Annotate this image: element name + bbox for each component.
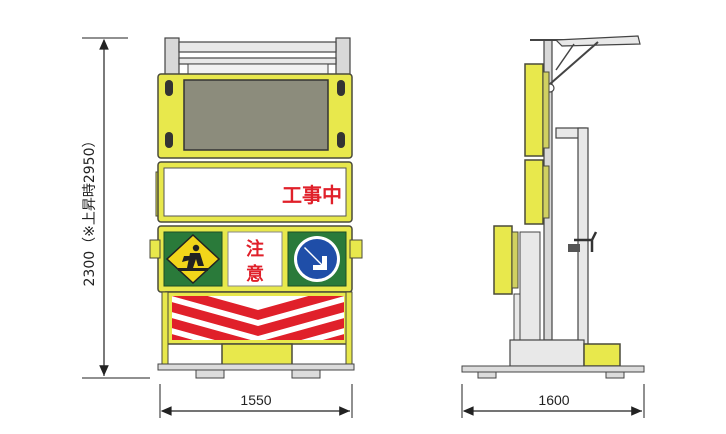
side-view [461,35,645,379]
sign-panel-row: 注 意 [149,225,363,293]
caution-line1: 注 [246,238,264,260]
caution-line2: 意 [246,263,264,285]
caution-sign: 注 意 [227,231,283,287]
height-label: 2300（※上昇時2950） [82,134,98,287]
top-rail [164,37,351,79]
height-dimension: 2300（※上昇時2950） [82,37,150,379]
chevron-stripe-board [165,291,351,345]
front-width-dimension: 1550 [159,384,353,418]
men-at-work-icon [163,231,223,287]
front-width-label: 1550 [240,392,271,408]
construction-banner: 工事中 [155,161,353,223]
side-width-dimension: 1600 [461,384,645,418]
led-display-panel [157,73,353,159]
crank-handle-icon [568,231,598,252]
front-base [157,291,355,379]
side-width-label: 1600 [538,392,569,408]
arrow-down-right-icon [287,231,347,287]
banner-text: 工事中 [282,183,342,207]
front-view: 工事中 注 意 [149,37,363,379]
